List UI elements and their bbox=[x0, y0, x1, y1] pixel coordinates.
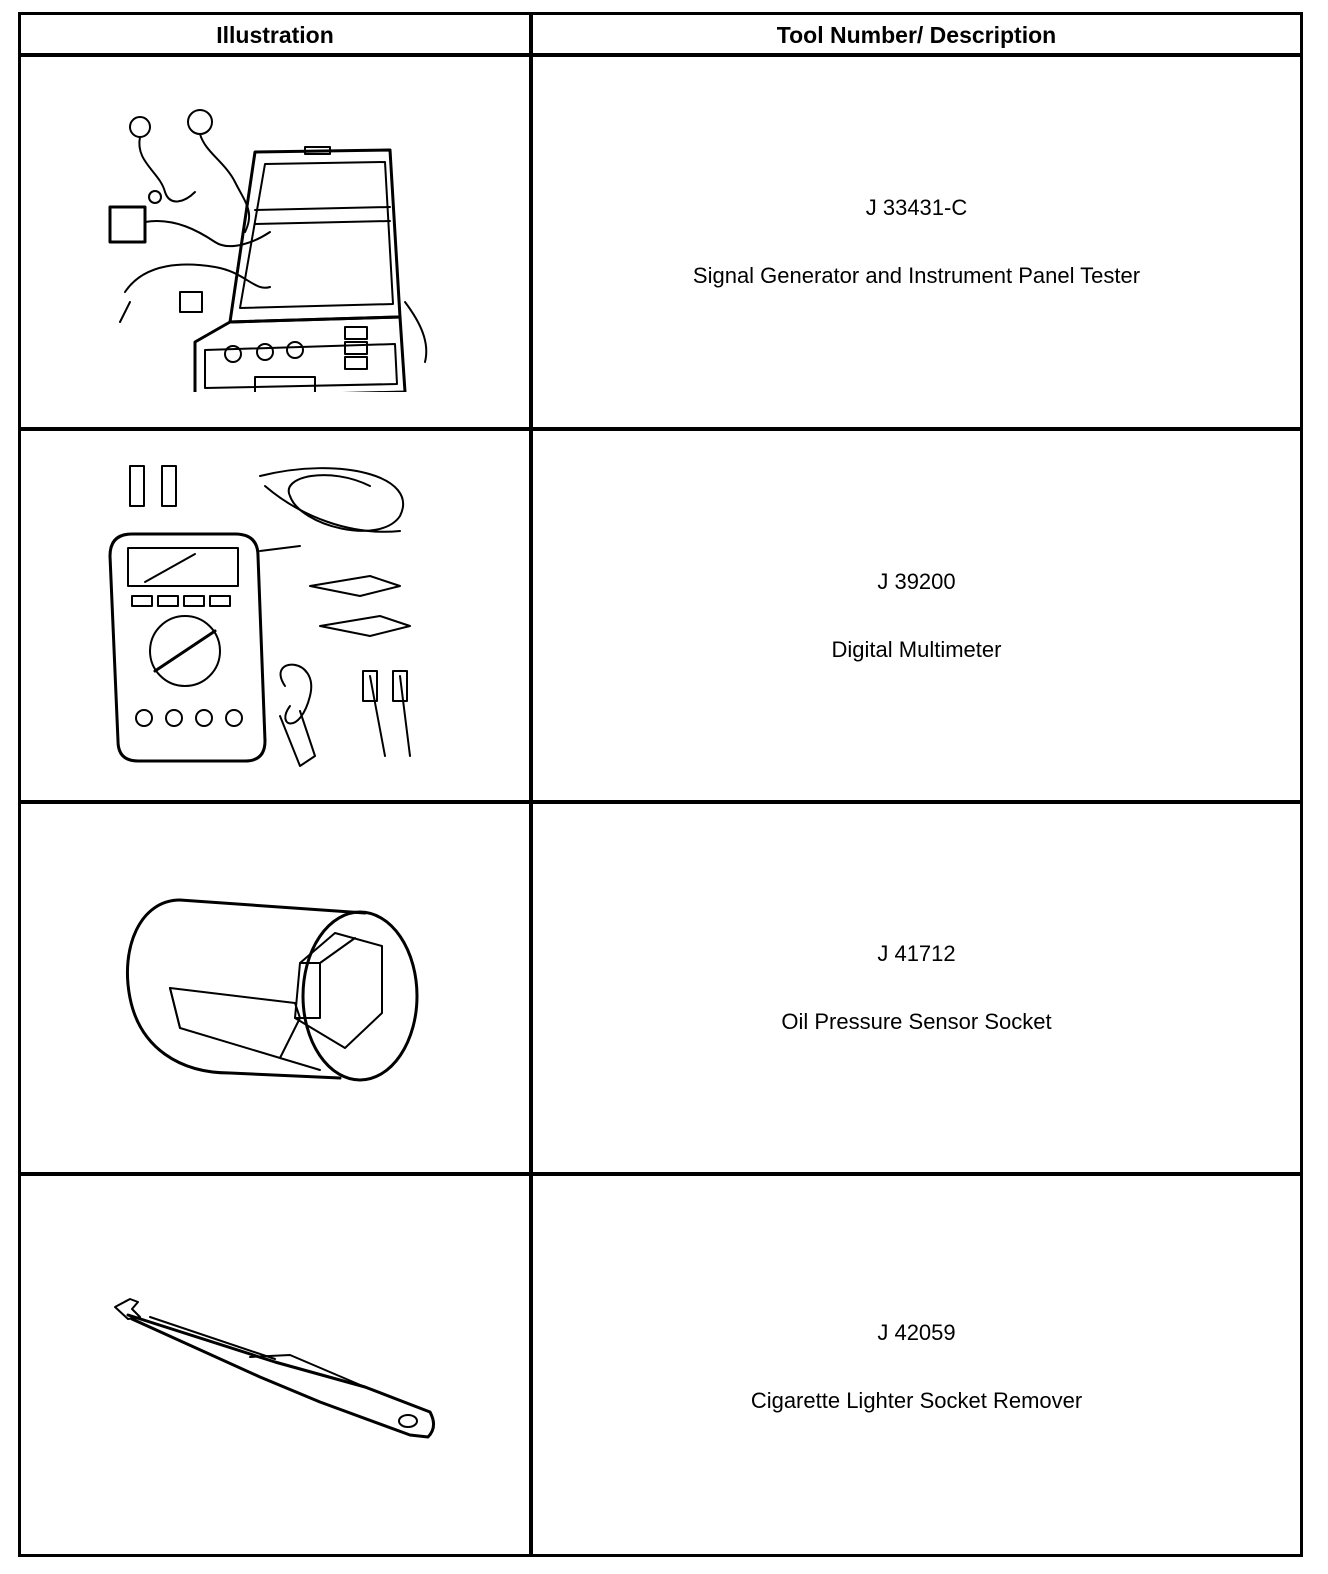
tool-description: Oil Pressure Sensor Socket bbox=[781, 1009, 1052, 1034]
tool-header: Tool Number/ Description bbox=[776, 22, 1057, 48]
signal-generator-kit-illustration bbox=[21, 57, 529, 427]
tool-number: J 39200 bbox=[877, 568, 956, 594]
tool-number: J 33431-C bbox=[865, 195, 968, 220]
hex-socket-illustration bbox=[21, 804, 529, 1172]
table-row: J 41712 Oil Pressure Sensor Socket bbox=[21, 804, 1300, 1172]
tool-number: J 41712 bbox=[877, 941, 956, 966]
illustration-header: Illustration bbox=[216, 22, 334, 48]
special-tools-table: Illustration Tool Number/ Description bbox=[18, 12, 1303, 1557]
tool-description: Cigarette Lighter Socket Remover bbox=[750, 1387, 1083, 1413]
row-divider bbox=[21, 1172, 1300, 1176]
row-divider bbox=[21, 800, 1300, 804]
tool-number: J 42059 bbox=[877, 1319, 956, 1345]
digital-multimeter-illustration bbox=[21, 431, 529, 800]
tool-description: Signal Generator and Instrument Panel Te… bbox=[692, 263, 1141, 288]
tool-description-cell: J 42059 Cigarette Lighter Socket Remover bbox=[533, 1176, 1300, 1557]
tool-description-cell: J 33431-C Signal Generator and Instrumen… bbox=[533, 57, 1300, 427]
column-divider bbox=[529, 15, 533, 1554]
table-row: J 39200 Digital Multimeter bbox=[21, 431, 1300, 800]
header-divider bbox=[21, 53, 1300, 57]
tool-description-cell: J 41712 Oil Pressure Sensor Socket bbox=[533, 804, 1300, 1172]
tool-description: Digital Multimeter bbox=[831, 636, 1002, 662]
socket-remover-tool-illustration bbox=[21, 1176, 529, 1557]
row-divider bbox=[21, 427, 1300, 431]
table-row: J 33431-C Signal Generator and Instrumen… bbox=[21, 57, 1300, 427]
table-row: J 42059 Cigarette Lighter Socket Remover bbox=[21, 1176, 1300, 1557]
tool-description-cell: J 39200 Digital Multimeter bbox=[533, 431, 1300, 800]
